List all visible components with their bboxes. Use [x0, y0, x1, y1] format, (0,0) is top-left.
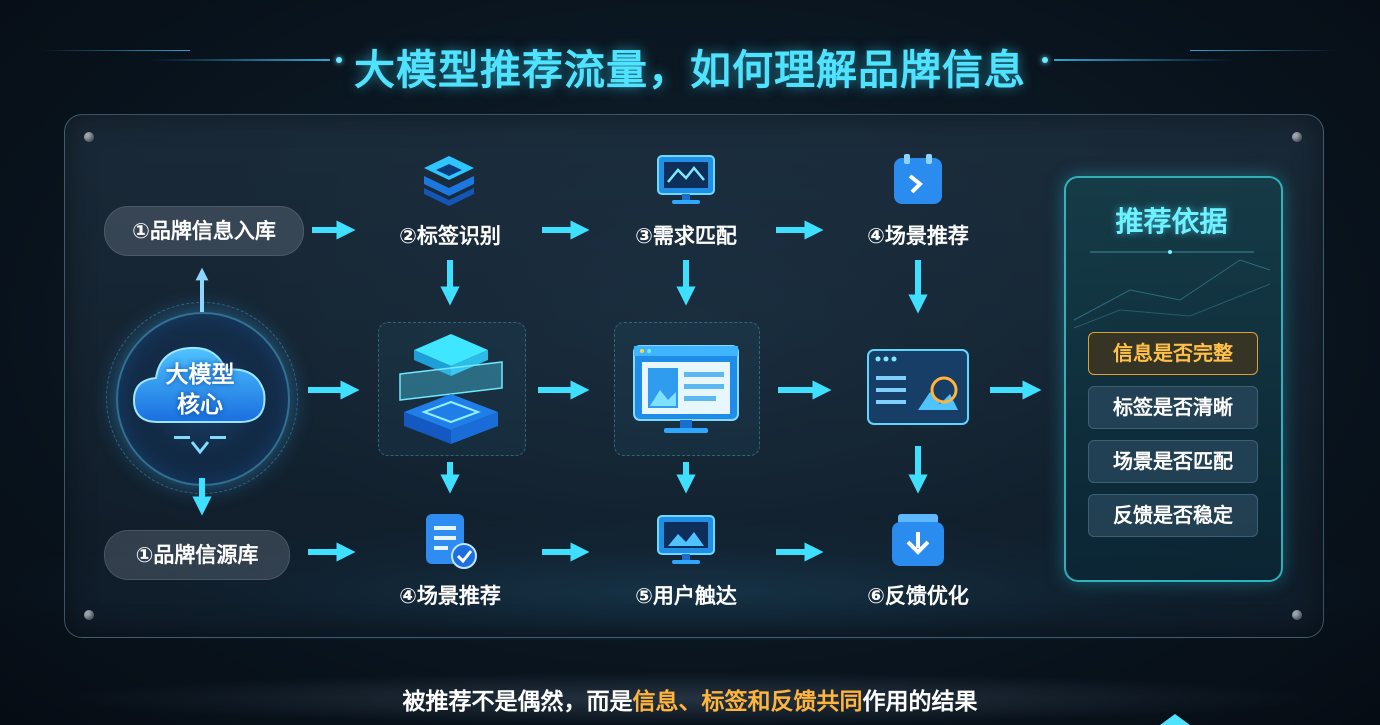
monitor-image-icon [657, 515, 715, 564]
core-label-line1: 大模型 [165, 362, 235, 388]
layers-icon [424, 156, 474, 206]
criterion-feedback-stable: 反馈是否稳定 [1088, 494, 1258, 537]
document-check-icon [426, 514, 477, 569]
brand-info-intake-pill: ①品牌信息入库 [104, 206, 304, 256]
screw-icon [1292, 132, 1302, 142]
screw-icon [1292, 610, 1302, 620]
brand-source-library-pill: ①品牌信源库 [104, 530, 290, 580]
title-dot-left [336, 57, 342, 63]
core-chevron-icon [174, 436, 226, 455]
step-scene-recommend-label: ④场景推荐 [867, 224, 969, 248]
recommendation-basis-title: 推荐依据 [1115, 205, 1228, 238]
page-title: 大模型推荐流量，如何理解品牌信息 [354, 46, 1026, 94]
step-tag-recognition-label: ②标签识别 [399, 224, 501, 248]
monitor-chart-icon [657, 155, 715, 204]
criterion-scene-match: 场景是否匹配 [1088, 440, 1258, 483]
title-line-left [150, 59, 330, 61]
step-feedback-optimize-label: ⑥反馈优化 [867, 584, 969, 608]
criterion-tag-clear: 标签是否清晰 [1088, 386, 1258, 429]
core-label: 大模型 核心 [140, 360, 260, 420]
title-bar: 大模型推荐流量，如何理解品牌信息 [0, 28, 1380, 94]
dashboard-screen-icon [633, 345, 739, 433]
report-window-icon [867, 349, 969, 425]
footer-bar [60, 672, 1320, 725]
download-box-icon [892, 514, 944, 566]
title-line-left-thin [40, 50, 190, 51]
core-label-line2: 核心 [177, 392, 223, 418]
calendar-check-icon [894, 154, 942, 204]
data-stack-icon [399, 334, 503, 444]
footer-highlight: 信息、标签和反馈共同 [632, 689, 863, 715]
title-line-right [1054, 59, 1234, 61]
bottom-step-scene-recommend-label: ④场景推荐 [399, 584, 501, 608]
corner-chevron-icon [1160, 714, 1190, 725]
cloud-icon [132, 346, 266, 423]
footer-part1: 被推荐不是偶然，而是 [402, 689, 633, 715]
panel-decoration [1073, 250, 1271, 329]
screw-icon [84, 610, 94, 620]
footer-part2: 作用的结果 [862, 689, 978, 715]
title-line-right-thin [1190, 50, 1340, 51]
footer-caption: 被推荐不是偶然，而是信息、标签和反馈共同作用的结果 [0, 682, 1380, 716]
step-user-reach-label: ⑤用户触达 [635, 584, 737, 608]
title-dot-right [1042, 57, 1048, 63]
screw-icon [84, 132, 94, 142]
step-demand-matching-label: ③需求匹配 [635, 224, 737, 248]
criterion-info-complete: 信息是否完整 [1088, 332, 1258, 375]
